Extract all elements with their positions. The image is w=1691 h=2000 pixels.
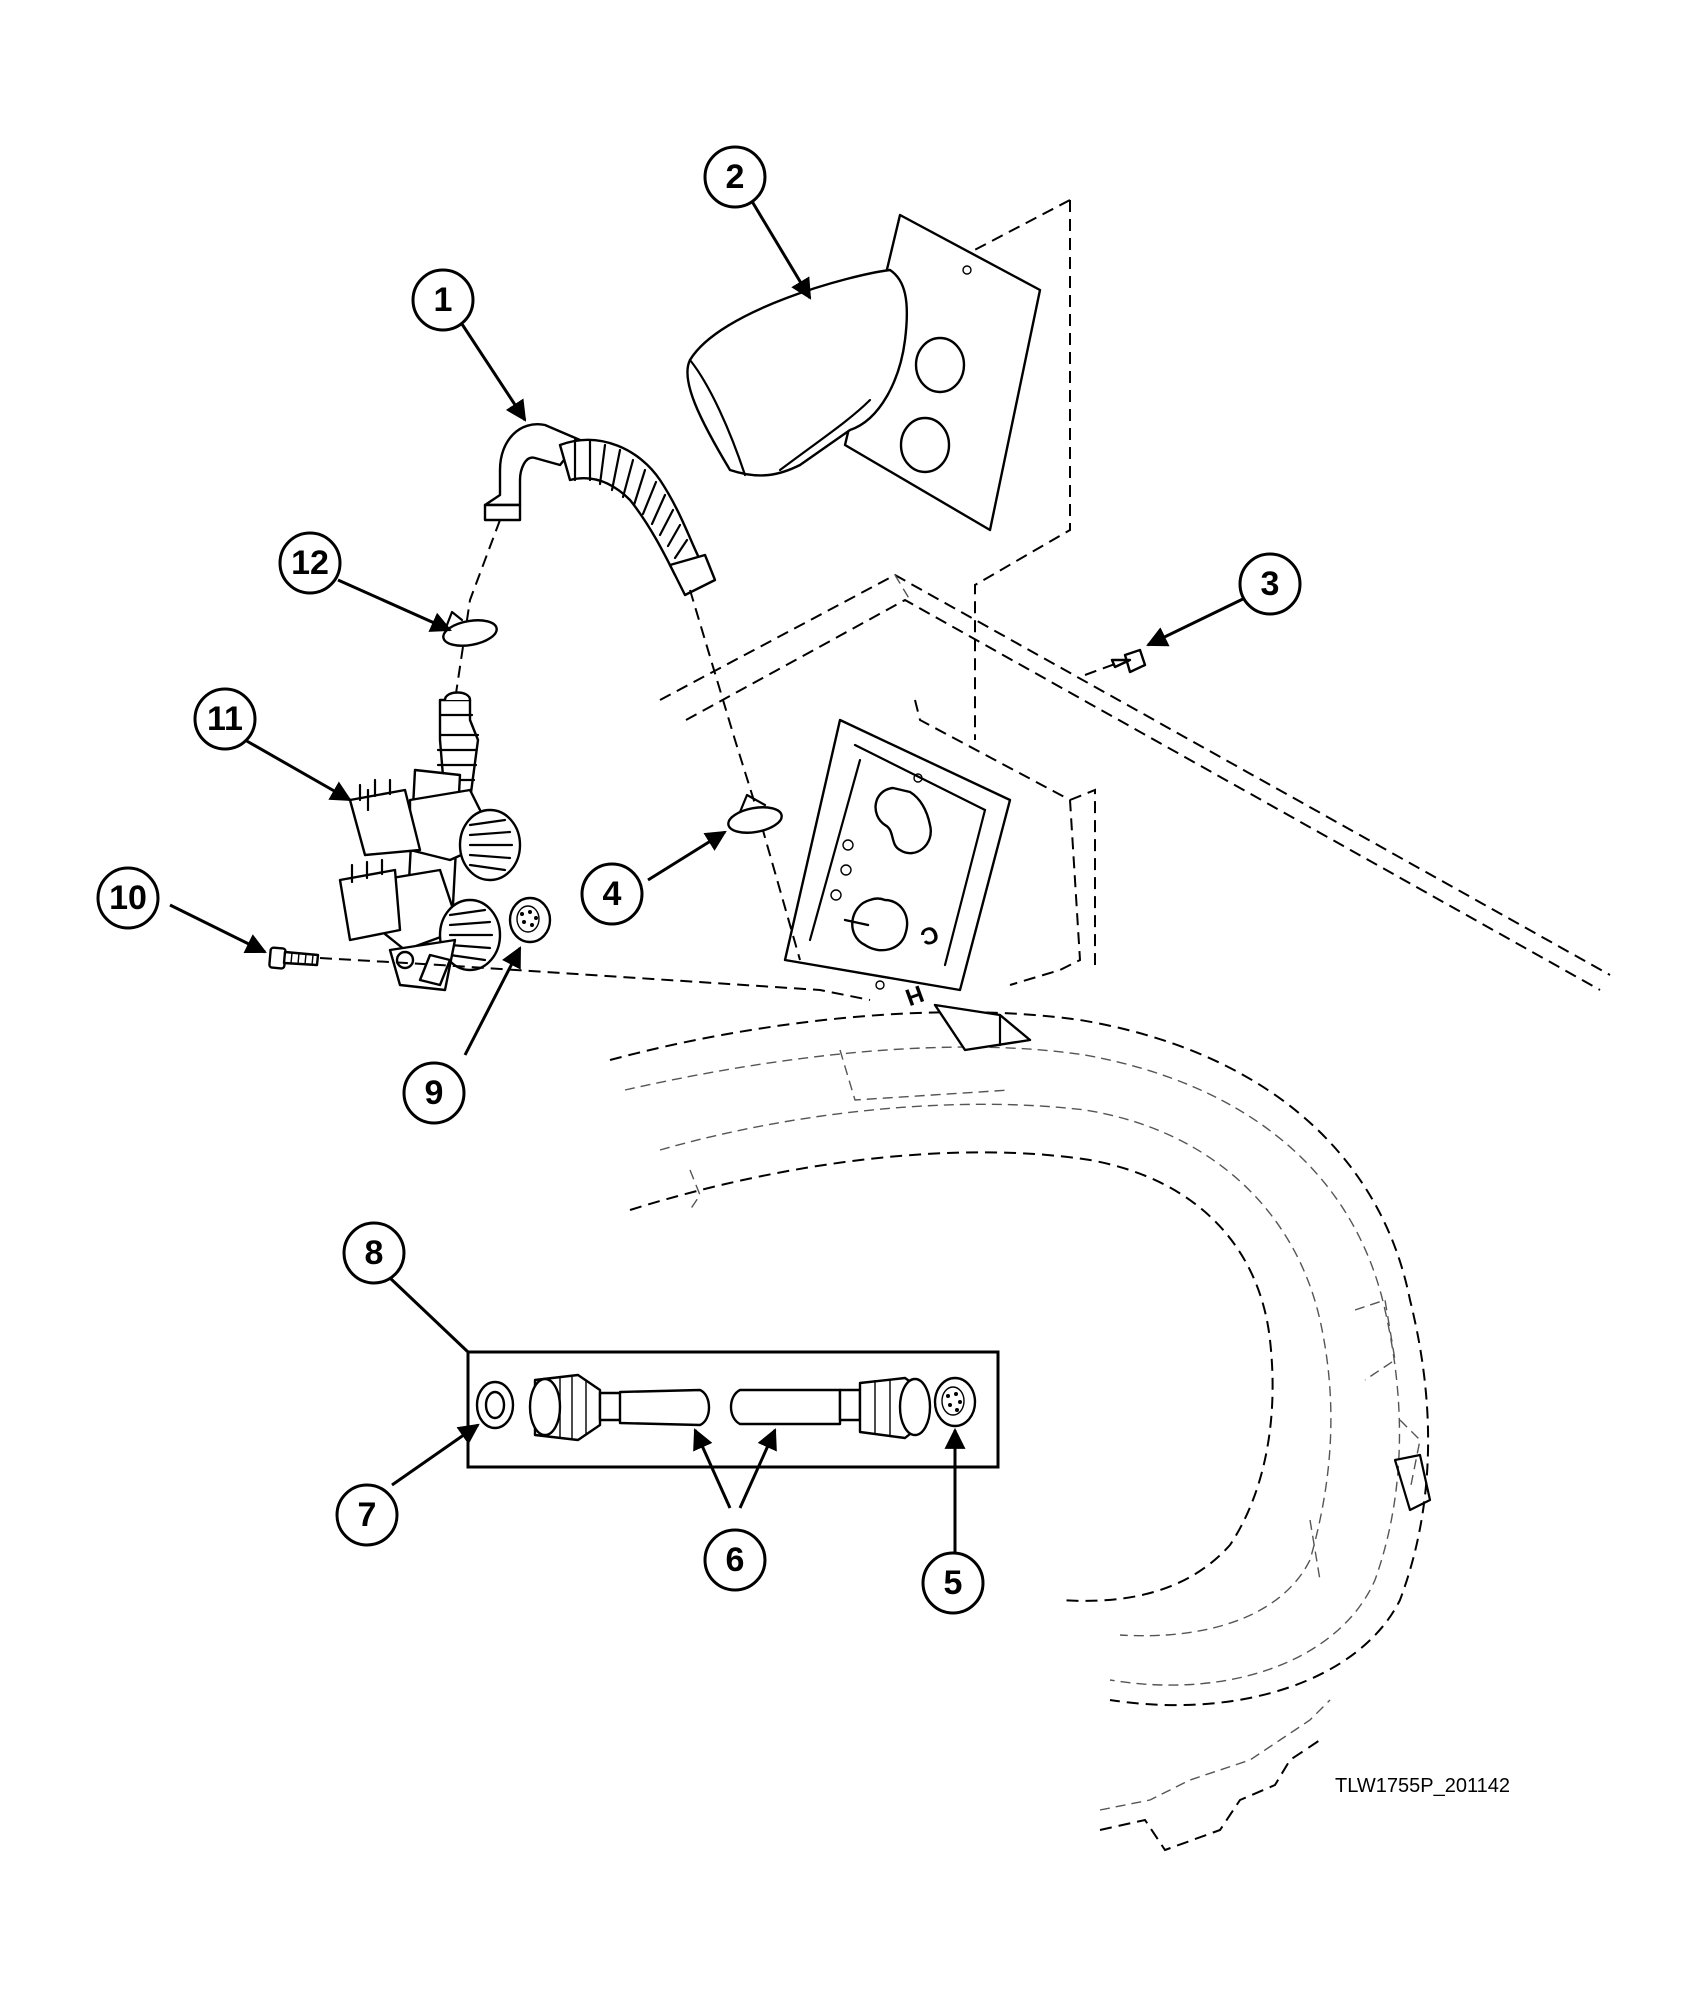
callout-7: 7 <box>335 1483 399 1547</box>
hose-clamp-lower <box>727 793 783 834</box>
hose-clamp-upper <box>442 610 498 647</box>
hose-washer <box>475 1380 515 1430</box>
callout-12: 12 <box>278 531 342 595</box>
dispenser-screw <box>1084 648 1147 676</box>
valve-mounting-bracket: C H <box>783 718 1032 1052</box>
fill-hose-pair <box>528 1373 932 1442</box>
wash-tub-outline <box>609 1011 1432 1852</box>
fill-hose <box>483 423 717 597</box>
callout-11-label: 11 <box>207 700 243 738</box>
callout-12-label: 12 <box>291 544 329 582</box>
water-inlet-valve <box>338 691 522 992</box>
screw-leader <box>319 957 871 1001</box>
fill-funnel-assembly <box>686 213 1042 532</box>
callout-1-label: 1 <box>434 281 453 319</box>
callout-8: 8 <box>342 1221 406 1285</box>
callout-2: 2 <box>703 145 767 209</box>
callout-7-label: 7 <box>358 1496 377 1534</box>
bracket-side-panels <box>914 699 1096 986</box>
callout-10: 10 <box>96 866 160 930</box>
hose-to-valve-leader <box>454 519 801 961</box>
hose-screen <box>933 1376 977 1428</box>
callout-8-label: 8 <box>365 1234 384 1272</box>
callout-3: 3 <box>1238 552 1302 616</box>
callout-1: 1 <box>411 268 475 332</box>
callout-5: 5 <box>921 1551 985 1615</box>
callout-3-label: 3 <box>1261 565 1280 603</box>
drawing-id: TLW1755P_201142 <box>1335 1775 1510 1797</box>
fill-hose-kit-box <box>466 1350 1000 1469</box>
callout-5-label: 5 <box>944 1564 963 1602</box>
callout-9: 9 <box>402 1061 466 1125</box>
callout-6-label: 6 <box>726 1541 745 1579</box>
leader-lines <box>169 197 1246 1555</box>
callout-2-label: 2 <box>726 158 745 196</box>
cabinet-frame <box>659 199 1611 991</box>
callout-4: 4 <box>580 862 644 926</box>
inlet-screen <box>508 896 552 944</box>
callout-6: 6 <box>703 1528 767 1592</box>
callout-4-label: 4 <box>603 875 622 913</box>
callout-9-label: 9 <box>425 1074 444 1112</box>
callout-10-label: 10 <box>109 879 147 917</box>
mounting-screw <box>268 946 320 970</box>
callout-11: 11 <box>193 687 257 751</box>
